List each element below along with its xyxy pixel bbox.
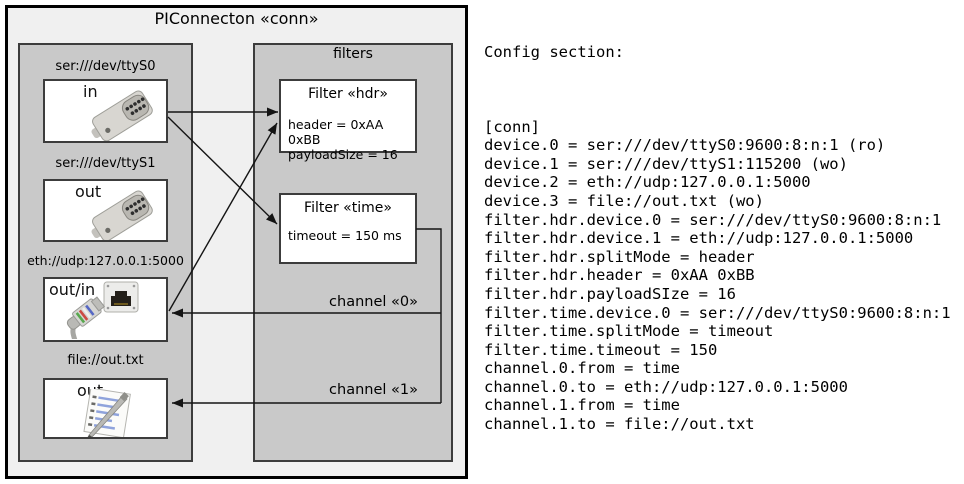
device-url-label: ser:///dev/ttyS1 [55,156,156,171]
port-direction-label: out [75,182,102,201]
port-direction-label: out/in [49,280,96,299]
diagram-title: PIConnecton «conn» [154,9,319,28]
notepad-icon [83,389,131,437]
channel-0-label: channel «0» [329,294,418,310]
filter-hdr-box: Filter «hdr» header = 0xAA 0xBB payloadS… [279,79,417,162]
device-url-label: file://out.txt [67,353,144,368]
device-box-ttyS0: in [43,79,168,143]
filter-title: Filter «time» [304,200,392,216]
filter-title: Filter «hdr» [308,86,388,102]
device-box-ttyS1: out [43,179,168,242]
filter-attributes: header = 0xAA 0xBB payloadSize = 16 [288,117,398,162]
device-box-eth: out/in [43,277,168,342]
serial-connector-icon [91,190,153,240]
device-url-label: ser:///dev/ttyS0 [55,59,156,74]
ethernet-plug-icon [66,296,106,339]
config-section: Config section: [conn] device.0 = ser://… [484,6,951,471]
config-lines: [conn] device.0 = ser:///dev/ttyS0:9600:… [484,117,951,434]
device-box-file: out [43,378,168,439]
serial-connector-icon [91,90,153,141]
filters-panel-title: filters [333,46,373,62]
filter-attributes: timeout = 150 ms [288,228,402,243]
filter-time-box: Filter «time» timeout = 150 ms [279,193,417,264]
config-heading: Config section: [484,43,624,62]
device-url-label: eth://udp:127.0.0.1:5000 [27,253,184,268]
ethernet-port-icon [103,281,139,313]
port-direction-label: in [83,82,98,101]
channel-1-label: channel «1» [329,382,418,398]
